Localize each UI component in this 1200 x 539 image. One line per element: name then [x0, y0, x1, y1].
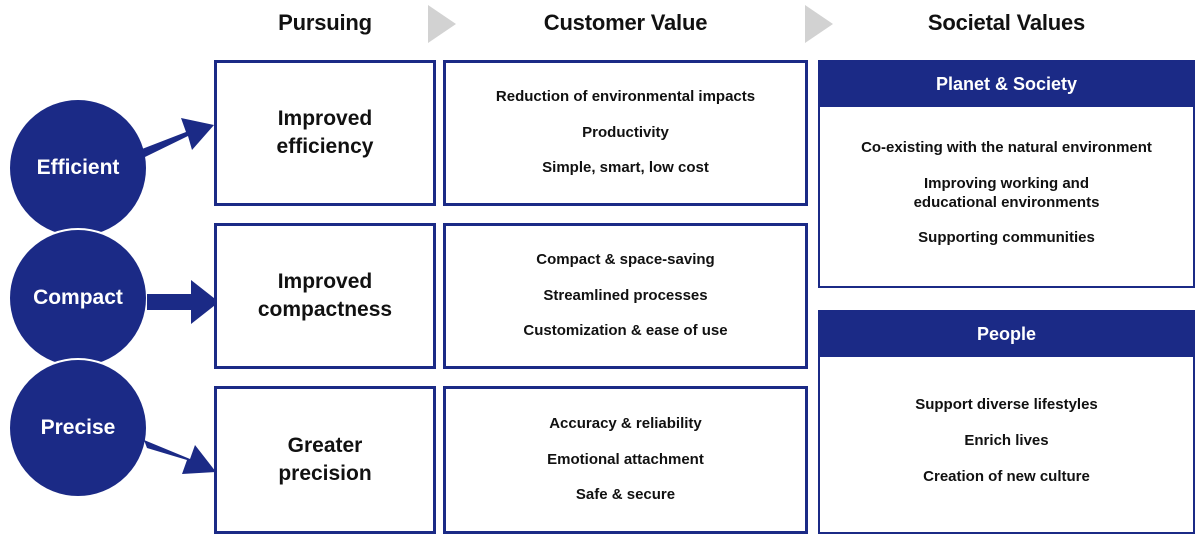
box-inner-outline	[218, 227, 432, 365]
societal-card-planet-and-society: Planet & Society Co-existing with the na…	[818, 60, 1195, 288]
societal-value-item: Enrich lives	[964, 432, 1049, 450]
customer-value-item: Safe & secure	[575, 486, 676, 504]
column-header-customer-value: Customer Value	[543, 10, 708, 35]
societal-value-item: Co-existing with the natural environment	[861, 139, 1152, 156]
customer-value-item: Reduction of environmental impacts	[495, 87, 756, 105]
customer-value-list: Reduction of environmental impacts Produ…	[446, 88, 805, 178]
column-header-societal-values: Societal Values	[927, 10, 1086, 35]
pillar-circle-efficient	[8, 98, 148, 238]
connector-arrow-icon-compact	[147, 280, 219, 324]
customer-value-item: Productivity	[582, 123, 669, 141]
societal-card-title: People	[820, 312, 1193, 357]
customer-value-item: Emotional attachment	[547, 450, 704, 468]
societal-card-body: Co-existing with the natural environment…	[820, 107, 1193, 286]
connector-arrow-icon-efficient	[142, 118, 214, 157]
societal-card-title: Planet & Society	[820, 62, 1193, 107]
customer-value-box-compactness: Compact & space-saving Streamlined proce…	[443, 223, 808, 369]
societal-card-body: Support diverse lifestyles Enrich lives …	[820, 357, 1193, 532]
connector-arrow-icon-precise	[144, 440, 216, 474]
customer-value-item: Compact & space-saving	[536, 250, 715, 268]
box-inner-outline	[447, 64, 804, 202]
societal-value-item: Creation of new culture	[923, 467, 1090, 485]
societal-value-item: Supporting communities	[918, 229, 1095, 247]
customer-value-item: Accuracy & reliability	[549, 414, 702, 432]
customer-value-list: Compact & space-saving Streamlined proce…	[446, 251, 805, 341]
pillar-circle-compact	[8, 228, 148, 368]
box-inner-outline	[218, 390, 432, 530]
box-inner-outline	[447, 227, 804, 365]
customer-value-box-precision: Accuracy & reliability Emotional attachm…	[443, 386, 808, 534]
customer-value-list: Accuracy & reliability Emotional attachm…	[446, 415, 805, 505]
box-inner-outline	[218, 64, 432, 202]
column-header-pursuing: Pursuing	[278, 10, 372, 35]
arrow-separator-icon-1	[428, 5, 456, 43]
societal-value-item: Support diverse lifestyles	[915, 396, 1098, 414]
box-inner-outline	[447, 390, 804, 530]
arrow-separator-icon-2	[805, 5, 833, 43]
pillar-circle-precise	[8, 358, 148, 498]
customer-value-box-efficiency: Reduction of environmental impacts Produ…	[443, 60, 808, 206]
societal-card-people: People Support diverse lifestyles Enrich…	[818, 310, 1195, 534]
customer-value-item: Customization & ease of use	[523, 322, 728, 340]
customer-value-item: Streamlined processes	[543, 286, 708, 304]
customer-value-item: Simple, smart, low cost	[542, 159, 709, 177]
